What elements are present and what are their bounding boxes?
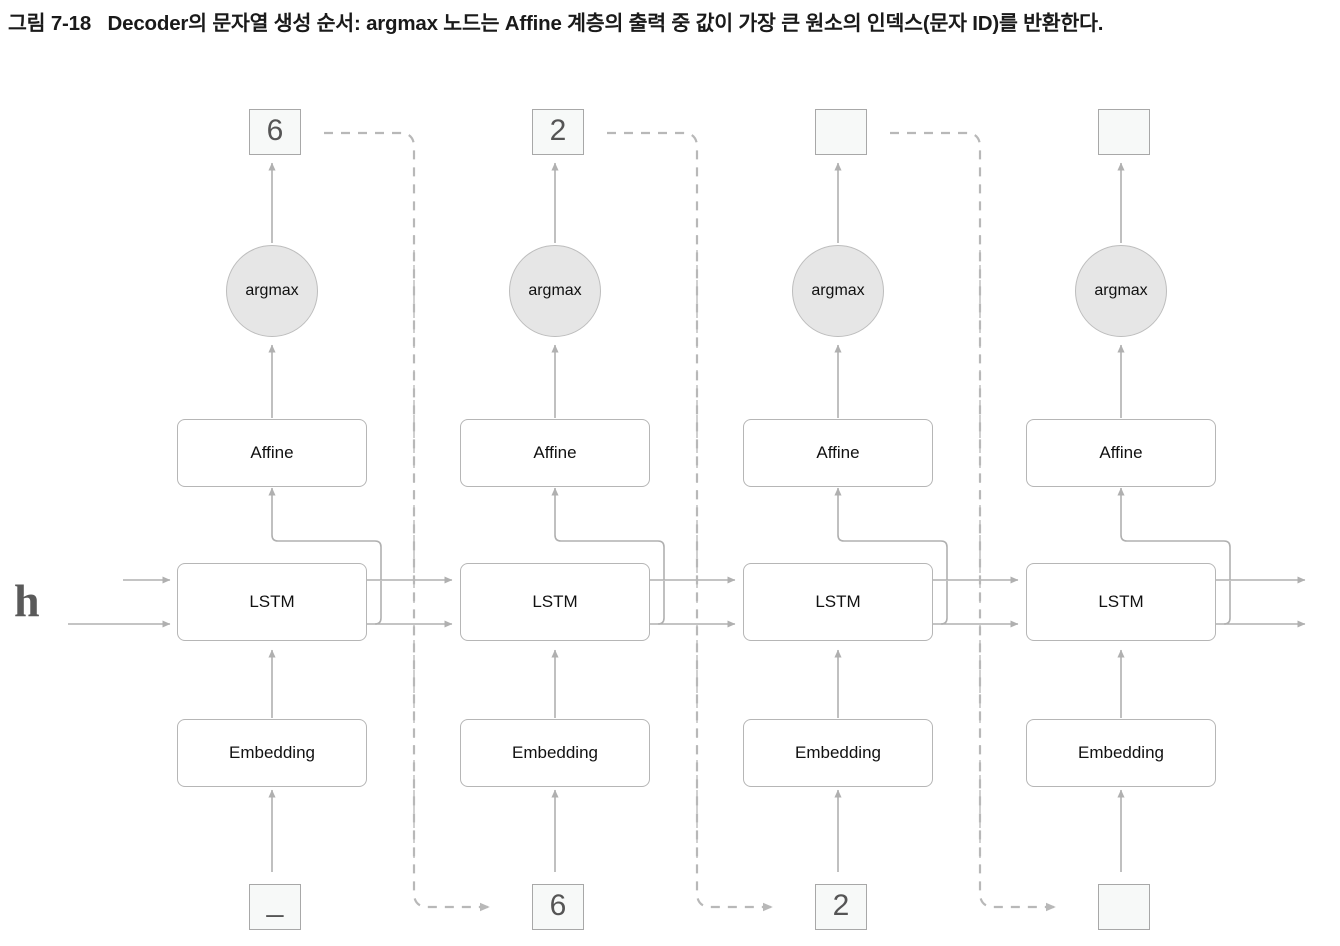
output-token-box-1[interactable]: 6 <box>249 109 301 155</box>
affine-layer-4[interactable]: Affine <box>1026 419 1216 487</box>
affine-layer-3[interactable]: Affine <box>743 419 933 487</box>
argmax-node-4[interactable]: argmax <box>1075 245 1167 337</box>
wire-lstm-to-affine-4 <box>1117 487 1231 580</box>
output-token-box-4[interactable] <box>1098 109 1150 155</box>
wire-lstm-rail-join-1 <box>374 581 382 625</box>
initial-hidden-state-label: h <box>14 575 40 626</box>
lstm-layer-1[interactable]: LSTM <box>177 563 367 641</box>
embedding-layer-1[interactable]: Embedding <box>177 719 367 787</box>
affine-layer-2[interactable]: Affine <box>460 419 650 487</box>
lstm-layer-3[interactable]: LSTM <box>743 563 933 641</box>
argmax-node-2[interactable]: argmax <box>509 245 601 337</box>
embedding-layer-2[interactable]: Embedding <box>460 719 650 787</box>
wire-lstm-rail-join-3 <box>940 581 948 625</box>
feedback-wire-3 <box>890 131 1056 912</box>
argmax-node-1[interactable]: argmax <box>226 245 318 337</box>
figure-number: 그림 7-18 <box>8 12 92 35</box>
embedding-layer-4[interactable]: Embedding <box>1026 719 1216 787</box>
figure-caption-text: Decoder의 문자열 생성 순서: argmax 노드는 Affine 계층… <box>107 12 1104 35</box>
feedback-wire-1 <box>324 131 490 912</box>
affine-layer-1[interactable]: Affine <box>177 419 367 487</box>
wire-lstm-to-affine-1 <box>268 487 382 580</box>
argmax-node-3[interactable]: argmax <box>792 245 884 337</box>
input-token-box-4[interactable] <box>1098 884 1150 930</box>
input-token-box-1[interactable]: _ <box>249 884 301 930</box>
wire-lstm-rail-join-2 <box>657 581 665 625</box>
embedding-layer-3[interactable]: Embedding <box>743 719 933 787</box>
feedback-wire-2 <box>607 131 773 912</box>
lstm-layer-2[interactable]: LSTM <box>460 563 650 641</box>
wire-lstm-rail-join-4 <box>1223 581 1231 625</box>
wire-lstm-to-affine-3 <box>834 487 948 580</box>
input-token-box-3[interactable]: 2 <box>815 884 867 930</box>
wire-lstm-to-affine-2 <box>551 487 665 580</box>
lstm-layer-4[interactable]: LSTM <box>1026 563 1216 641</box>
input-token-box-2[interactable]: 6 <box>532 884 584 930</box>
figure-caption: 그림 7-18 Decoder의 문자열 생성 순서: argmax 노드는 A… <box>8 4 1332 44</box>
output-token-box-2[interactable]: 2 <box>532 109 584 155</box>
output-token-box-3[interactable] <box>815 109 867 155</box>
